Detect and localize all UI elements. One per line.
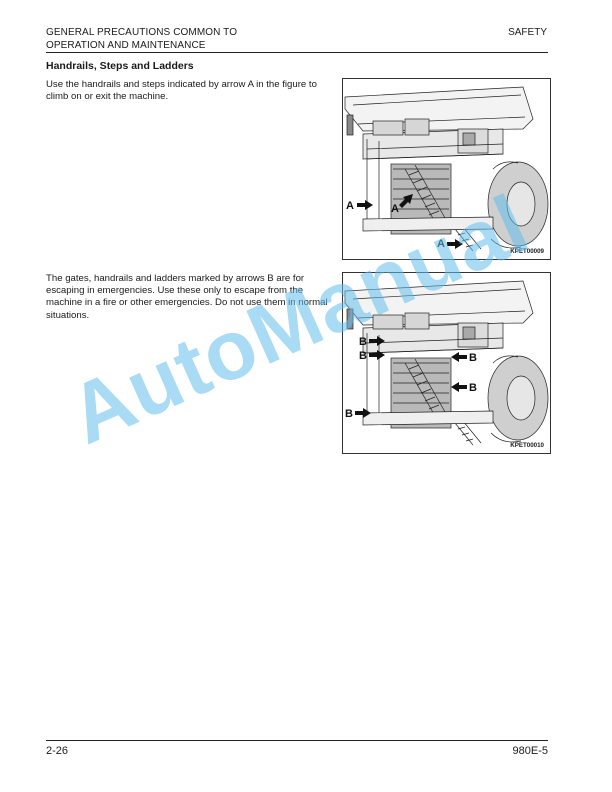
header-title-line1: GENERAL PRECAUTIONS COMMON TO — [46, 27, 238, 38]
model-number: 980E-5 — [512, 745, 548, 757]
header-title: GENERAL PRECAUTIONS COMMON TO OPERATION … — [46, 27, 237, 52]
callout-a1: A — [346, 200, 354, 212]
callout-a2: A — [391, 203, 399, 215]
header-section: SAFETY — [508, 27, 547, 38]
callout-b5: B — [345, 408, 353, 420]
footer-divider — [46, 740, 548, 741]
callout-b1: B — [359, 336, 367, 348]
callout-b4: B — [469, 382, 477, 394]
callout-b2: B — [359, 350, 367, 362]
callout-b3: B — [469, 352, 477, 364]
figure-escape-b: B B B B B KPET00010 — [342, 272, 551, 454]
header-divider — [46, 52, 548, 53]
paragraph-emergency: The gates, handrails and ladders marked … — [46, 273, 328, 321]
figure-code: KPET00009 — [510, 248, 544, 255]
truck-illustration-a: A A A — [344, 86, 549, 252]
header-title-line2: OPERATION AND MAINTENANCE — [46, 39, 206, 51]
figure-handrails-a: A A A KPET00009 — [342, 78, 551, 260]
figure-code: KPET00010 — [510, 442, 544, 449]
section-heading: Handrails, Steps and Ladders — [46, 60, 194, 72]
page-number: 2-26 — [46, 745, 69, 757]
paragraph-access: Use the handrails and steps indicated by… — [46, 79, 317, 103]
truck-illustration-b: B B B B B — [344, 280, 549, 446]
callout-a3: A — [437, 238, 445, 250]
